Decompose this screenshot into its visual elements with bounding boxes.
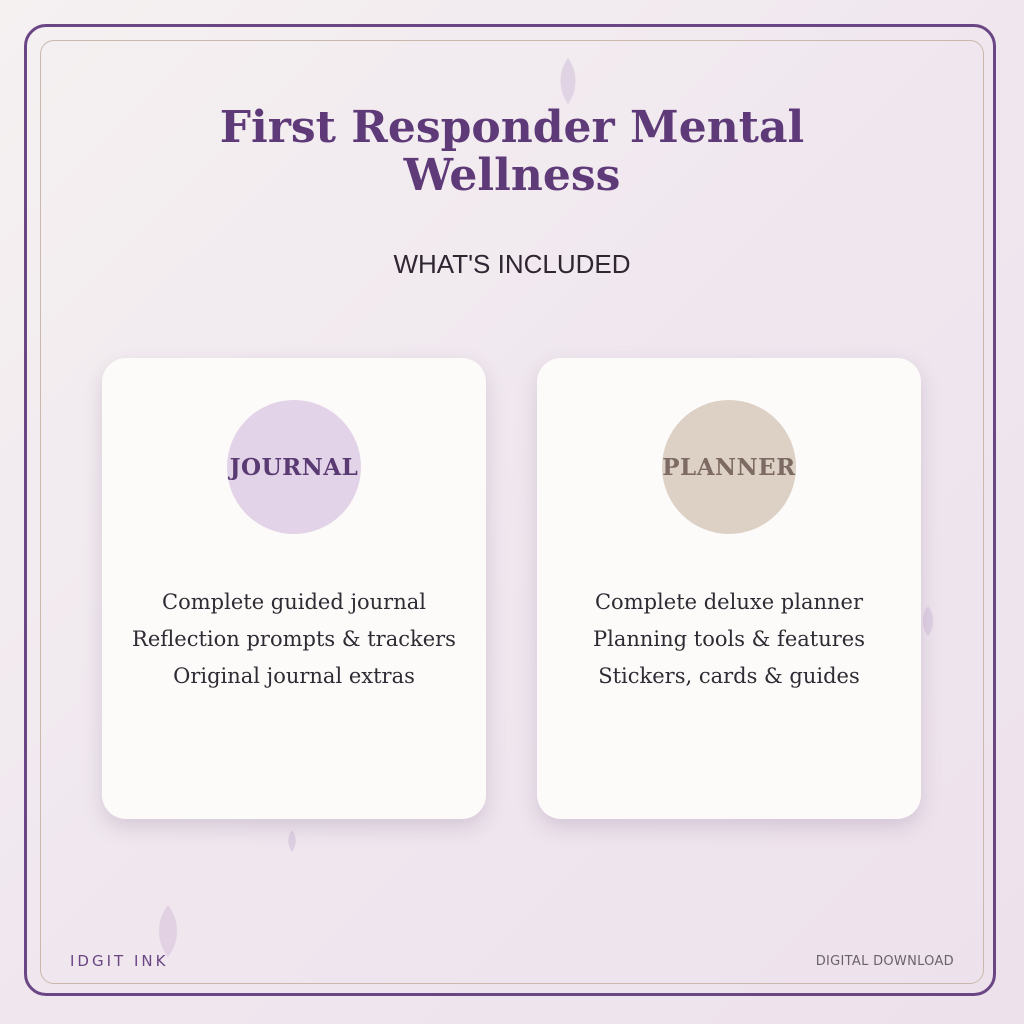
planner-badge: PLANNER [662, 400, 796, 534]
planner-card: PLANNER Complete deluxe planner Planning… [537, 358, 921, 819]
outer-frame [24, 24, 996, 996]
leaf-icon [159, 905, 177, 957]
leaf-icon [560, 58, 576, 104]
leaf-icon [288, 830, 296, 852]
list-item: Stickers, cards & guides [598, 664, 860, 688]
journal-feature-list: Complete guided journal Reflection promp… [102, 584, 486, 695]
planner-badge-label: PLANNER [662, 453, 796, 481]
list-item: Complete guided journal [162, 590, 426, 614]
inner-frame [40, 40, 984, 984]
list-item: Complete deluxe planner [594, 590, 863, 614]
section-subtitle: WHAT'S INCLUDED [393, 249, 631, 279]
list-item: Planning tools & features [593, 627, 865, 651]
journal-badge-label: JOURNAL [229, 453, 359, 481]
journal-badge: JOURNAL [227, 400, 361, 534]
page-title-line-2: Wellness [403, 150, 621, 201]
brand-name: IDGIT INK [70, 952, 169, 970]
planner-feature-list: Complete deluxe planner Planning tools &… [537, 584, 921, 695]
journal-card: JOURNAL Complete guided journal Reflecti… [102, 358, 486, 819]
digital-download-label: DIGITAL DOWNLOAD [815, 954, 954, 969]
list-item: Original journal extras [173, 664, 415, 688]
page-title: First Responder Mental Wellness [0, 104, 1024, 200]
list-item: Reflection prompts & trackers [132, 627, 456, 651]
leaf-icon [922, 606, 934, 636]
page-title-line-1: First Responder Mental [219, 102, 805, 153]
